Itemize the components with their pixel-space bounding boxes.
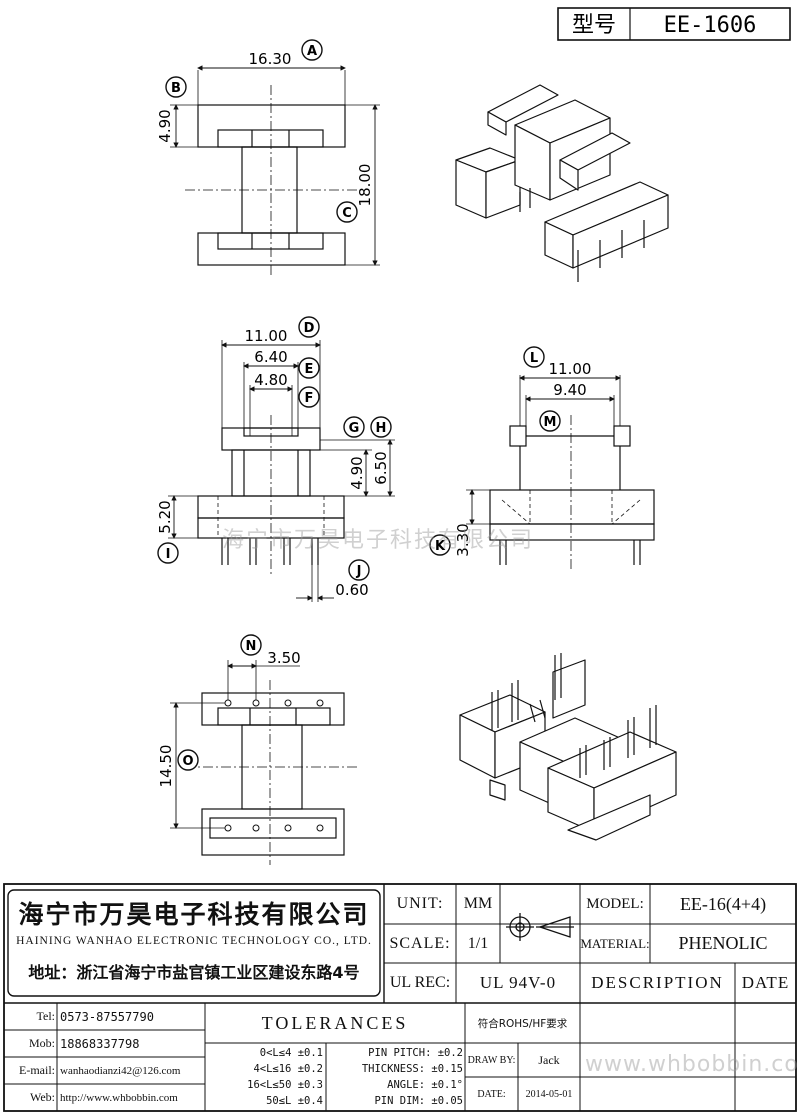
dim-d-value: 11.00 xyxy=(245,327,288,345)
model-box-value: EE-1606 xyxy=(664,13,757,38)
company-name-en: HAINING WANHAO ELECTRONIC TECHNOLOGY CO.… xyxy=(16,935,372,947)
draw-by-label: DRAW BY: xyxy=(467,1054,516,1066)
date-header: DATE xyxy=(741,973,790,992)
callout-j-letter: J xyxy=(356,564,362,579)
bottom-view xyxy=(170,660,360,865)
tolerance-range-1: 0<L≤4 ±0.1 xyxy=(259,1047,323,1059)
dim-a-value: 16.30 xyxy=(249,50,292,68)
callout-e-letter: E xyxy=(305,362,314,377)
tolerance-pin-pitch: PIN PITCH: ±0.2 xyxy=(368,1047,463,1059)
callout-a: A xyxy=(301,39,323,61)
draw-by-value: Jack xyxy=(538,1052,560,1067)
watermark-website: www.whbobbin.com xyxy=(585,1052,800,1077)
company-name-cn: 海宁市万昊电子科技有限公司 xyxy=(18,900,370,929)
callout-i: I xyxy=(157,542,179,564)
mob-value: 18868337798 xyxy=(60,1036,140,1051)
model-box-label: 型号 xyxy=(572,13,616,38)
dim-o-value: 14.50 xyxy=(157,745,175,788)
ul-rec-value: UL 94V-0 xyxy=(479,973,557,992)
tolerance-range-4: 50≤L ±0.4 xyxy=(266,1095,323,1107)
callout-o-letter: O xyxy=(182,754,193,769)
description-header: DESCRIPTION xyxy=(591,973,724,992)
tolerance-thickness: THICKNESS: ±0.15 xyxy=(361,1063,463,1075)
callout-g-letter: G xyxy=(349,421,360,436)
tolerance-angle: ANGLE: ±0.1° xyxy=(387,1079,463,1091)
callout-b: B xyxy=(165,76,187,98)
projection-symbol-icon xyxy=(506,913,574,941)
callout-l: L xyxy=(523,346,545,368)
rohs-note: 符合ROHS/HF要求 xyxy=(477,1017,568,1030)
iso-view-top xyxy=(455,84,669,282)
unit-label: UNIT: xyxy=(396,895,444,912)
model-label: MODEL: xyxy=(586,895,644,912)
top-view xyxy=(170,65,380,275)
dim-g-value: 4.90 xyxy=(348,456,366,489)
email-value[interactable]: wanhaodianzi42@126.com xyxy=(60,1064,181,1077)
ul-rec-label: UL REC: xyxy=(389,974,451,991)
dim-k-value: 3.30 xyxy=(454,523,472,556)
dim-f-value: 4.80 xyxy=(254,371,287,389)
dim-l2-value: 9.40 xyxy=(553,381,586,399)
dim-b-value: 4.90 xyxy=(156,109,174,142)
callout-i-letter: I xyxy=(166,547,171,562)
email-label: E-mail: xyxy=(19,1063,55,1077)
watermark-company: 海宁市万昊电子科技有限公司 xyxy=(222,528,535,553)
callout-f: F xyxy=(298,386,320,408)
tel-label: Tel: xyxy=(36,1009,56,1023)
tolerances-title: TOLERANCES xyxy=(261,1012,409,1033)
model-value: EE-16(4+4) xyxy=(679,893,767,914)
callout-d-letter: D xyxy=(304,321,315,336)
callout-l-letter: L xyxy=(530,351,538,366)
callout-k: K xyxy=(429,534,451,556)
callout-c: C xyxy=(336,201,358,223)
dim-e-value: 6.40 xyxy=(254,348,287,366)
unit-value: MM xyxy=(463,895,493,912)
dim-n-value: 3.50 xyxy=(267,649,300,667)
callout-m: M xyxy=(539,410,561,432)
callout-n: N xyxy=(240,634,262,656)
callout-h-letter: H xyxy=(376,421,387,436)
date2-value: 2014-05-01 xyxy=(525,1088,573,1100)
scale-label: SCALE: xyxy=(389,934,451,952)
dim-j-value: 0.60 xyxy=(335,581,368,599)
bottom-view-pins xyxy=(224,699,324,832)
callout-b-letter: B xyxy=(171,81,181,96)
callout-g: G xyxy=(343,416,365,438)
tel-value: 0573-87557790 xyxy=(60,1009,154,1024)
material-value: PHENOLIC xyxy=(678,933,768,953)
dim-c-value: 18.00 xyxy=(356,164,374,207)
web-value[interactable]: http://www.whbobbin.com xyxy=(60,1091,178,1104)
callout-e: E xyxy=(298,357,320,379)
scale-value: 1/1 xyxy=(467,934,489,952)
tolerance-range-3: 16<L≤50 ±0.3 xyxy=(247,1079,323,1091)
callout-a-letter: A xyxy=(307,44,317,59)
front-view xyxy=(168,340,395,602)
dim-i-value: 5.20 xyxy=(156,500,174,533)
callout-j: J xyxy=(348,559,370,581)
material-label: MATERIAL: xyxy=(580,935,650,951)
callout-k-letter: K xyxy=(435,539,446,554)
side-view xyxy=(466,375,655,570)
dim-h-value: 6.50 xyxy=(372,451,390,484)
callout-f-letter: F xyxy=(305,391,314,406)
callout-d: D xyxy=(298,316,320,338)
tolerance-pin-dim: PIN DIM: ±0.05 xyxy=(374,1095,463,1107)
mob-label: Mob: xyxy=(28,1036,55,1050)
title-block-frame xyxy=(3,883,797,1112)
callout-c-letter: C xyxy=(342,206,352,221)
callouts: A B C D E F G H I J K L M N O xyxy=(157,39,561,771)
iso-view-bottom xyxy=(459,653,677,841)
dim-l1-value: 11.00 xyxy=(549,360,592,378)
callout-m-letter: M xyxy=(544,415,557,430)
tolerance-range-2: 4<L≤16 ±0.2 xyxy=(253,1063,323,1075)
model-box: 型号 EE-1606 xyxy=(557,7,791,41)
callout-o: O xyxy=(177,749,199,771)
date2-label: DATE: xyxy=(477,1088,506,1100)
web-label: Web: xyxy=(29,1090,55,1104)
callout-h: H xyxy=(370,416,392,438)
company-address: 地址：浙江省海宁市盐官镇工业区建设东路4号 xyxy=(28,963,360,982)
callout-n-letter: N xyxy=(246,639,257,654)
